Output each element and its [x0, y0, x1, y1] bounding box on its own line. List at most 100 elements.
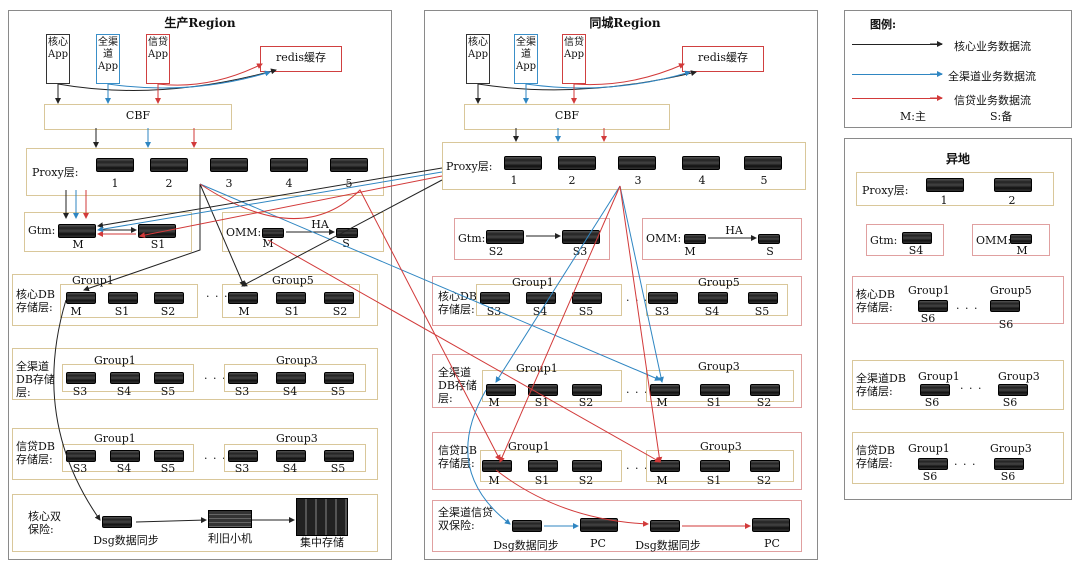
remote-gtm-node: [902, 232, 932, 244]
prod-all-g3-srv-1: [228, 372, 258, 384]
city-pc2-label: PC: [764, 537, 780, 550]
prod-core-g1-node-2: S1: [114, 305, 130, 318]
city-all-dots: · · ·: [626, 386, 649, 399]
city-core-g5-node-2: S4: [704, 305, 720, 318]
prod-all-to-redis: [107, 70, 271, 89]
prod-credit-db-layer: [12, 428, 378, 480]
remote-all-srv-1: [920, 384, 950, 396]
prod-gtm-m-label: M: [72, 238, 84, 251]
prod-omm-box: [222, 212, 384, 252]
city-all-db-layer: [432, 354, 802, 408]
city-region-title: 同城Region: [589, 16, 661, 30]
prod-all-db-label: 全渠道DB存储层:: [16, 360, 55, 399]
remote-all-g3: Group3: [998, 370, 1040, 383]
prod-dsg-server: [102, 516, 132, 528]
prod-all-g3-node-2: S4: [282, 385, 298, 398]
prod-core-g5-node-3: S2: [332, 305, 348, 318]
city-all-g1-node-3: S2: [578, 396, 594, 409]
prod-all-g1-srv-2: [110, 372, 140, 384]
prod-core-to-redis: [57, 68, 277, 91]
prod-gtm-box: [24, 212, 192, 252]
city-core-g1-srv-1: [480, 292, 510, 304]
remote-core-dots: · · ·: [956, 302, 979, 315]
remote-omm-node-label: M: [1016, 244, 1028, 257]
prod-credit-g1-node-3: S5: [160, 462, 176, 475]
city-pc1-server: [580, 518, 618, 532]
city-all-g1-srv-3: [572, 384, 602, 396]
prod-core-to-dsg: [53, 299, 101, 521]
city-all-g1-label: Group1: [516, 362, 558, 375]
city-proxy-server-2: [558, 156, 596, 170]
remote-all-g1: Group1: [918, 370, 960, 383]
remote-all-dots: · · ·: [960, 382, 983, 395]
city-proxy-to-prod-gtm-credit: [139, 175, 443, 238]
city-all-g3: [646, 370, 794, 402]
prod-all-g3-node-1: S3: [234, 385, 250, 398]
prod-core-g5-label: Group5: [272, 274, 314, 287]
prod-omm-label: OMM:: [226, 226, 262, 239]
prod-backup-layer: [12, 494, 378, 552]
city-core-g5-srv-1: [648, 292, 678, 304]
legend-credit-label: 信贷业务数据流: [954, 94, 1031, 107]
prod-proxy-server-1: [96, 158, 134, 172]
city-core-app: 核心App: [466, 34, 490, 84]
legend-core-line: [852, 44, 942, 45]
prod-omm-s: S: [342, 237, 350, 250]
prod-credit-g1-node-2: S4: [116, 462, 132, 475]
legend-title: 图例:: [870, 18, 897, 31]
prod-cbf: CBF: [44, 104, 232, 130]
prod-all-g1-node-1: S3: [72, 385, 88, 398]
prod-central-storage: [296, 498, 348, 536]
city-proxy-to-prod-gtm-core: [97, 167, 443, 229]
city-backup-label: 全渠道信贷双保险:: [438, 506, 493, 532]
city-core-g5: [646, 284, 788, 316]
prod-core-app: 核心App: [46, 34, 70, 84]
city-credit-g3-node-3: S2: [756, 474, 772, 487]
prod-proxy-core-g5: [199, 183, 245, 287]
remote-region: [844, 138, 1072, 500]
prod-redis: redis缓存: [260, 46, 342, 72]
city-core-db-label: 核心DB存储层:: [438, 290, 477, 316]
city-credit-g1-node-2: S1: [534, 474, 550, 487]
prod-all-g3-label: Group3: [276, 354, 318, 367]
prod-core-g1-srv-3: [154, 292, 184, 304]
city-all-to-dsg: [467, 389, 511, 525]
city-credit-g3-label: Group3: [700, 440, 742, 453]
prod-proxy-num-3: 3: [225, 177, 233, 190]
city-proxy-server-5: [744, 156, 782, 170]
prod-proxy-to-city-credit: [199, 183, 501, 461]
remote-credit-dots: · · ·: [954, 458, 977, 471]
city-all-g3-srv-1: [650, 384, 680, 396]
remote-omm-node: [1010, 234, 1032, 244]
city-all-g1-srv-1: [486, 384, 516, 396]
city-proxy-to-prod-gtm-all: [97, 171, 443, 233]
remote-gtm-node-label: S4: [908, 244, 924, 257]
city-core-g1-node-3: S5: [578, 305, 594, 318]
remote-proxy-label: Proxy层:: [862, 184, 909, 197]
city-all-g3-srv-3: [750, 384, 780, 396]
prod-core-db-layer: [12, 274, 378, 326]
remote-credit-label: 信贷DB存储层:: [856, 444, 895, 470]
remote-all-n2: S6: [1002, 396, 1018, 409]
prod-credit-g3-srv-2: [276, 450, 306, 462]
prod-all-g3: [224, 364, 366, 392]
city-omm-box: [642, 218, 802, 260]
city-credit-g1-label: Group1: [508, 440, 550, 453]
city-core-g1-srv-2: [526, 292, 556, 304]
prod-omm-standby: [336, 228, 358, 238]
city-proxy-to-city-all-g3: [619, 185, 664, 383]
prod-backup-label: 核心双保险:: [28, 510, 61, 536]
prod-omm-ha: HA: [311, 218, 329, 231]
remote-all-n1: S6: [924, 396, 940, 409]
prod-credit-g1-node-1: S3: [72, 462, 88, 475]
prod-central-label: 集中存储: [300, 536, 344, 549]
legend-all-line: [852, 74, 942, 75]
legend-all-label: 全渠道业务数据流: [948, 70, 1036, 83]
prod-credit-db-label: 信贷DB存储层:: [16, 440, 55, 466]
prod-proxy-num-1: 1: [111, 177, 119, 190]
prod-region-title: 生产Region: [164, 16, 236, 30]
city-all-g3-label: Group3: [698, 360, 740, 373]
remote-omm-label: OMM:: [976, 234, 1012, 247]
city-proxy-to-prod-core: [241, 179, 443, 287]
